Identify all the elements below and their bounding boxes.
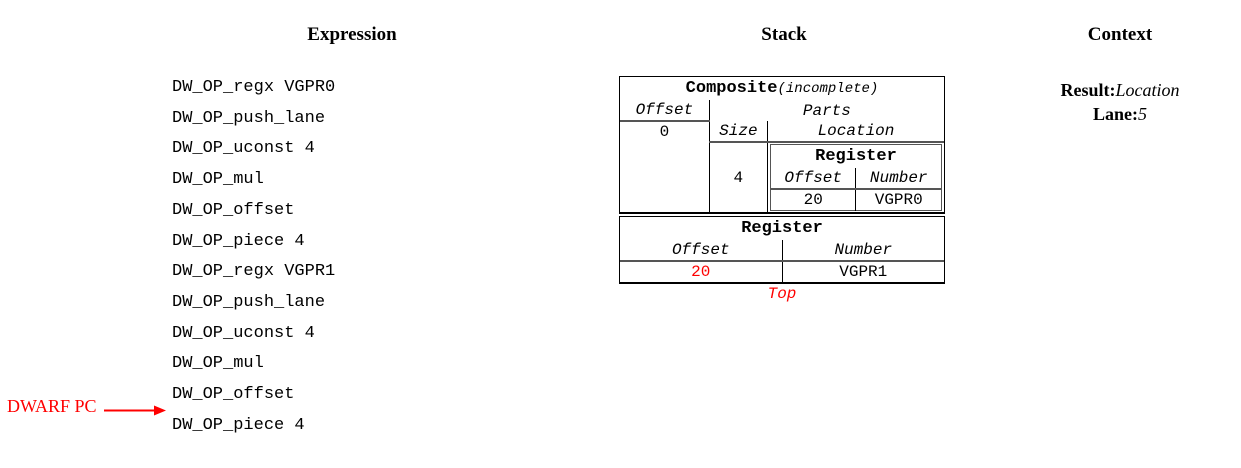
expression-list: DW_OP_regx VGPR0 DW_OP_push_lane DW_OP_u…	[172, 73, 335, 441]
register-number-header: Number	[781, 240, 944, 261]
expression-line: DW_OP_offset	[172, 385, 295, 405]
composite-title-note: (incomplete)	[777, 81, 879, 97]
dwarf-pc-label: DWARF PC	[7, 396, 97, 416]
nested-register-table: Register Offset Number 20 VGPR0	[769, 144, 942, 211]
expression-line: DW_OP_piece 4	[172, 415, 305, 435]
composite-offset-header: Offset	[635, 101, 694, 119]
expression-line: DW_OP_uconst 4	[172, 139, 315, 159]
composite-size-header: Size	[708, 121, 768, 142]
register-offset-header: Offset	[671, 241, 730, 259]
register-value-row: 20 VGPR1	[620, 260, 944, 282]
context-result-value: Location	[1115, 80, 1180, 100]
composite-title-cell: Composite(incomplete)	[620, 77, 944, 100]
stack-top-label: Top	[767, 285, 797, 303]
composite-size-value: 4	[708, 141, 768, 212]
register-offset-value: 20	[620, 260, 782, 282]
composite-offset-value: 0	[620, 120, 710, 142]
expression-line: DW_OP_mul	[172, 170, 264, 190]
register-title: Register	[741, 219, 823, 238]
context-block: Result:Location Lane:5	[1060, 78, 1179, 126]
context-lane-key: Lane:	[1092, 104, 1138, 124]
expression-line: DW_OP_regx VGPR0	[172, 78, 336, 97]
nested-register-header-row: Offset Number	[770, 168, 942, 189]
composite-title: Composite	[685, 79, 778, 98]
stack-entry-separator	[619, 213, 945, 214]
context-lane-value: 5	[1137, 104, 1147, 124]
nested-register-offset-value: 20	[770, 188, 856, 211]
register-title-row: Register	[620, 217, 944, 240]
composite-table: Composite(incomplete) Offset Parts 0 Siz…	[620, 77, 944, 212]
stack-diagram: Composite(incomplete) Offset Parts 0 Siz…	[619, 76, 945, 303]
context-result-row: Result:Location	[1060, 78, 1179, 102]
expression-line: DW_OP_offset	[172, 200, 295, 220]
register-table: Register Offset Number 20 VGPR1	[620, 217, 944, 282]
composite-title-row: Composite(incomplete)	[620, 77, 944, 100]
nested-register-value-row: 20 VGPR0	[770, 188, 942, 211]
expression-line: DW_OP_piece 4	[172, 231, 305, 251]
expression-line: DW_OP_uconst 4	[172, 323, 315, 343]
nested-register-title: Register	[815, 147, 897, 166]
expression-line: DW_OP_push_lane	[172, 292, 326, 312]
composite-location-header: Location	[766, 121, 944, 142]
context-result-key: Result:	[1060, 80, 1116, 100]
composite-header-row: Offset Parts	[620, 100, 944, 121]
nested-register-offset-header: Offset	[784, 169, 842, 187]
column-header-context: Context	[1087, 24, 1153, 45]
nested-register-number-header: Number	[855, 168, 942, 189]
nested-register-number-value: VGPR0	[855, 188, 942, 211]
column-header-expression: Expression	[307, 24, 397, 45]
register-header-row: Offset Number	[620, 240, 944, 261]
composite-offset-spacer	[620, 142, 709, 212]
composite-part-row: 4 Register Offset Number	[620, 141, 944, 212]
expression-line: DW_OP_push_lane	[172, 108, 326, 128]
register-number-value: VGPR1	[781, 260, 944, 282]
composite-subheader-row: 0 Size Location	[620, 120, 944, 142]
context-lane-row: Lane:5	[1060, 102, 1179, 126]
expression-line: DW_OP_mul	[172, 354, 264, 374]
stack-entry-composite: Composite(incomplete) Offset Parts 0 Siz…	[619, 76, 945, 213]
expression-line: DW_OP_regx VGPR1	[172, 262, 336, 282]
dwarf-pc-arrow-icon	[104, 405, 166, 416]
stack-bottom-rule	[619, 283, 945, 284]
nested-register-title-row: Register	[770, 145, 941, 169]
composite-location-value: Register Offset Number 20 VGPR0	[766, 141, 944, 212]
composite-parts-header: Parts	[708, 100, 944, 121]
stack-entry-register: Register Offset Number 20 VGPR1	[619, 216, 945, 283]
column-header-stack: Stack	[761, 24, 807, 45]
